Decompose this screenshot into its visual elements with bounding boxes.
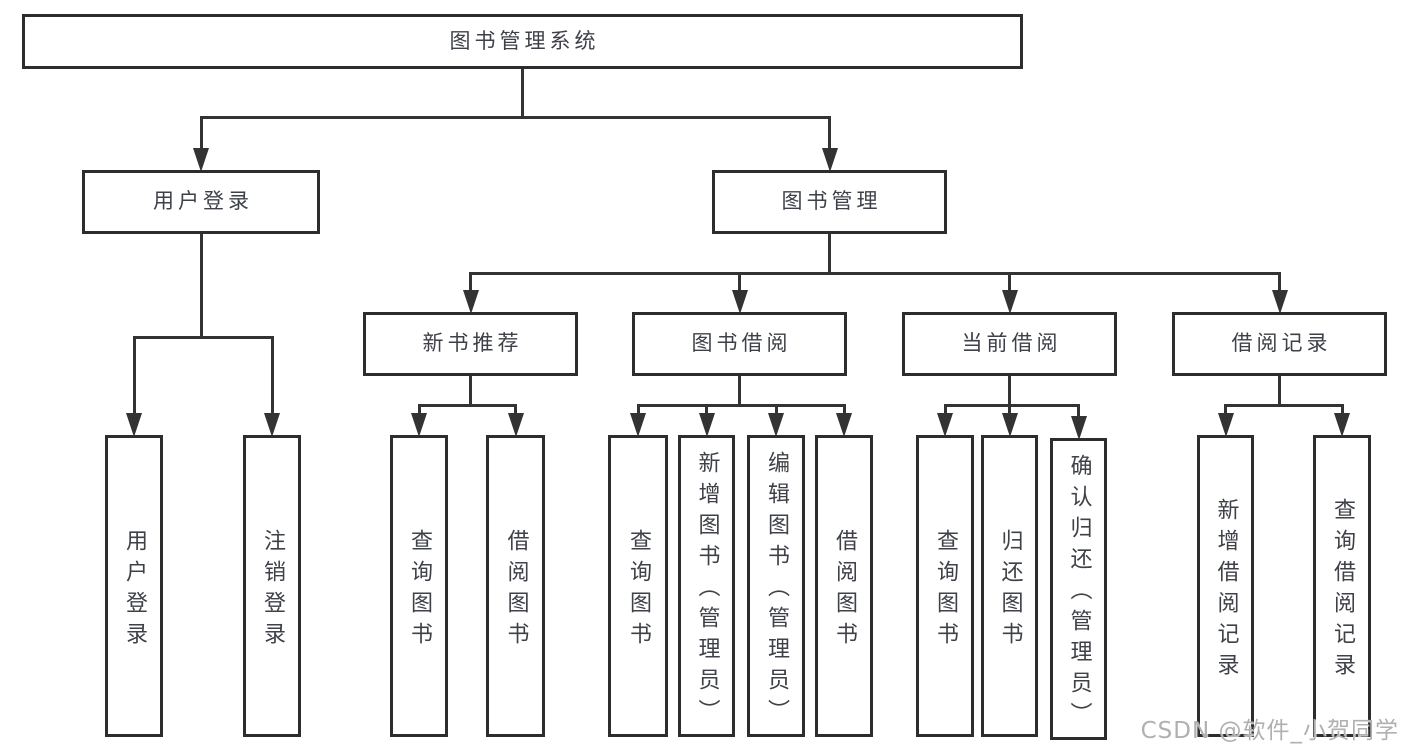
- connector-line-vertical: [469, 273, 472, 290]
- arrowhead-down-icon: [731, 290, 748, 314]
- arrowhead-down-icon: [698, 413, 715, 437]
- arrowhead-down-icon: [462, 290, 479, 314]
- connector-line-horizontal: [417, 403, 517, 407]
- node-label: 新增图书（管理员）: [694, 451, 720, 730]
- arrowhead-down-icon: [768, 413, 784, 437]
- connector-line-vertical: [1278, 376, 1281, 407]
- connector-line-vertical: [636, 405, 640, 413]
- connector-line-vertical: [469, 376, 472, 407]
- connector-line-horizontal: [469, 271, 1281, 275]
- connector-line-vertical: [828, 234, 831, 275]
- arrowhead-down-icon: [411, 413, 427, 437]
- node-root: 图书管理系统: [22, 14, 1023, 69]
- arrowhead-down-icon: [193, 148, 209, 172]
- node-label: 新增借阅记录: [1213, 497, 1239, 684]
- connector-line-vertical: [943, 405, 947, 413]
- watermark: CSDN @软件_小贺同学: [1140, 718, 1399, 744]
- node-label: 注销登录: [260, 528, 285, 653]
- connector-line-vertical: [1278, 273, 1281, 290]
- node-borrow-records: 借阅记录: [1172, 312, 1387, 376]
- arrowhead-down-icon: [507, 413, 524, 437]
- node-label: 图书借阅: [691, 331, 792, 356]
- connector-line-vertical: [1008, 273, 1011, 290]
- node-label: 查询图书: [626, 528, 651, 653]
- node-leaf-query-record: 查询借阅记录: [1313, 435, 1371, 737]
- node-leaf-return-book: 归还图书: [981, 435, 1038, 737]
- connector-line-horizontal: [199, 115, 831, 119]
- node-label: 借阅图书: [503, 528, 529, 653]
- node-label: 归还图书: [997, 528, 1023, 653]
- node-user-login: 用户登录: [82, 170, 320, 234]
- node-leaf-borrow-book-1: 借阅图书: [486, 435, 545, 737]
- node-label: 查询借阅记录: [1330, 497, 1355, 684]
- connector-line-horizontal: [636, 403, 846, 407]
- node-label: 图书管理系统: [449, 28, 600, 53]
- node-leaf-borrow-book-2: 借阅图书: [815, 435, 873, 737]
- node-label: 用户登录: [122, 528, 147, 653]
- connector-line-vertical: [738, 273, 741, 290]
- arrowhead-down-icon: [836, 413, 852, 437]
- node-label: 新书推荐: [422, 331, 523, 356]
- connector-line-horizontal: [1224, 403, 1344, 407]
- connector-line-vertical: [842, 405, 846, 413]
- node-label: 用户登录: [153, 189, 253, 214]
- node-label: 编辑图书（管理员）: [764, 451, 789, 730]
- connector-line-vertical: [1224, 405, 1227, 413]
- node-leaf-query-book-2: 查询图书: [608, 435, 668, 737]
- connector-line-vertical: [270, 337, 274, 413]
- node-label: 图书管理: [781, 189, 882, 214]
- node-leaf-logout: 注销登录: [243, 435, 301, 737]
- connector-line-vertical: [1340, 405, 1344, 413]
- node-leaf-confirm-return: 确认归还（管理员）: [1050, 438, 1107, 740]
- connector-line-vertical: [828, 117, 831, 148]
- node-label: 查询图书: [407, 528, 432, 653]
- connector-line-vertical: [705, 405, 708, 413]
- arrowhead-down-icon: [821, 148, 838, 172]
- connector-line-vertical: [738, 376, 741, 407]
- connector-line-vertical: [1008, 376, 1011, 407]
- connector-line-horizontal: [943, 403, 1080, 407]
- node-leaf-add-book: 新增图书（管理员）: [678, 435, 735, 737]
- connector-line-vertical: [199, 234, 203, 339]
- arrowhead-down-icon: [1334, 413, 1350, 437]
- node-leaf-edit-book: 编辑图书（管理员）: [747, 435, 805, 737]
- arrowhead-down-icon: [1271, 290, 1288, 314]
- arrowhead-down-icon: [1001, 413, 1018, 437]
- arrowhead-down-icon: [126, 413, 142, 437]
- node-leaf-query-book-3: 查询图书: [916, 435, 974, 737]
- connector-line-vertical: [514, 405, 517, 413]
- node-leaf-add-record: 新增借阅记录: [1197, 435, 1254, 737]
- node-label: 确认归还（管理员）: [1066, 454, 1092, 733]
- connector-line-vertical: [417, 405, 421, 413]
- connector-line-vertical: [774, 405, 778, 413]
- node-label: 当前借阅: [961, 331, 1062, 356]
- connector-line-horizontal: [132, 335, 274, 339]
- node-current-borrow: 当前借阅: [902, 312, 1117, 376]
- arrowhead-down-icon: [630, 413, 646, 437]
- connector-line-vertical: [132, 337, 136, 413]
- connector-line-vertical: [1077, 405, 1080, 416]
- node-leaf-query-book-1: 查询图书: [390, 435, 448, 737]
- node-label: 借阅图书: [832, 528, 857, 653]
- connector-line-vertical: [1008, 405, 1011, 413]
- connector-line-vertical: [199, 117, 203, 148]
- arrowhead-down-icon: [1001, 290, 1018, 314]
- node-book-mgmt: 图书管理: [712, 170, 947, 234]
- arrowhead-down-icon: [1217, 413, 1234, 437]
- node-leaf-user-login: 用户登录: [105, 435, 163, 737]
- arrowhead-down-icon: [1070, 416, 1087, 440]
- node-label: 查询图书: [933, 528, 958, 653]
- node-book-borrow: 图书借阅: [632, 312, 847, 376]
- arrowhead-down-icon: [264, 413, 280, 437]
- node-label: 借阅记录: [1231, 331, 1332, 356]
- arrowhead-down-icon: [937, 413, 953, 437]
- node-new-book-rec: 新书推荐: [363, 312, 578, 376]
- connector-line-vertical: [521, 69, 524, 119]
